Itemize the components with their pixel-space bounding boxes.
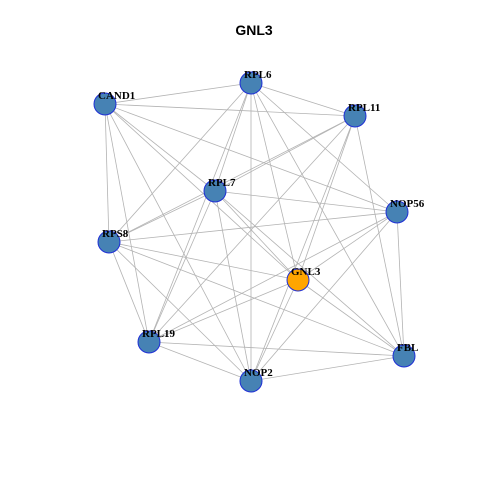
edge-rpl7-gnl3 [214,190,299,281]
node-rpl19[interactable]: RPL19 [137,328,176,354]
edge-rps8-gnl3 [108,241,299,281]
edge-layer [104,82,405,382]
node-fbl[interactable]: FBL [392,342,418,368]
edge-rpl11-rps8 [108,115,356,243]
edge-rpl6-rpl7 [214,82,252,192]
node-label: GNL3 [291,266,321,278]
node-circle[interactable] [137,330,161,354]
edge-cand1-rpl7 [104,103,216,192]
graph-title: GNL3 [235,22,273,38]
edge-rpl11-nop2 [250,115,356,382]
edge-rpl6-rpl11 [250,82,356,117]
edge-rpl11-gnl3 [297,115,356,281]
node-circle[interactable] [286,268,310,292]
node-circle[interactable] [392,344,416,368]
edge-rpl19-fbl [148,341,405,357]
edge-nop56-fbl [396,211,405,357]
node-label: RPL19 [142,328,176,340]
edge-rpl7-rps8 [108,190,216,243]
edge-rpl11-rpl7 [214,115,356,192]
edge-rpl6-rps8 [108,82,252,243]
edge-rps8-fbl [108,241,405,357]
edge-nop56-nop2 [250,211,398,382]
node-label: RPL6 [244,69,272,81]
edge-rpl6-gnl3 [250,82,299,281]
node-label: RPL11 [348,102,380,114]
edge-rpl11-fbl [354,115,405,357]
edge-gnl3-fbl [297,279,405,357]
node-circle[interactable] [203,179,227,203]
node-label: FBL [397,342,418,354]
edge-rpl7-nop56 [214,190,398,213]
node-nop56[interactable]: NOP56 [385,198,425,224]
node-label: RPL7 [208,177,236,189]
edge-rpl7-nop2 [214,190,252,382]
node-gnl3[interactable]: GNL3 [286,266,321,292]
edge-rpl7-rpl19 [148,190,216,343]
edge-rpl19-nop2 [148,341,252,382]
edge-nop56-rpl19 [148,211,398,343]
edge-cand1-gnl3 [104,103,299,281]
node-cand1[interactable]: CAND1 [93,90,135,116]
node-nop2[interactable]: NOP2 [239,367,273,393]
node-label: RPS8 [102,228,129,240]
node-circle[interactable] [385,200,409,224]
edge-gnl3-rpl19 [148,279,299,343]
node-label: NOP2 [244,367,273,379]
node-circle[interactable] [97,230,121,254]
edge-cand1-nop2 [104,103,252,382]
node-rpl11[interactable]: RPL11 [343,102,380,128]
node-rpl6[interactable]: RPL6 [239,69,272,95]
node-circle[interactable] [239,71,263,95]
node-circle[interactable] [93,92,117,116]
edge-gnl3-nop2 [250,279,299,382]
edge-cand1-rpl6 [104,82,252,105]
edge-nop56-rps8 [108,211,398,243]
edge-rps8-nop2 [108,241,252,382]
edge-rpl6-rpl19 [148,82,252,343]
edge-rpl7-fbl [214,190,405,357]
edge-cand1-rpl11 [104,103,356,117]
edge-cand1-rpl19 [104,103,150,343]
node-label: NOP56 [390,198,425,210]
node-label: CAND1 [98,90,135,102]
node-rps8[interactable]: RPS8 [97,228,129,254]
node-circle[interactable] [239,369,263,393]
edge-fbl-nop2 [250,355,405,382]
edge-rpl6-nop56 [250,82,398,213]
edge-nop56-gnl3 [297,211,398,281]
edge-rps8-rpl19 [108,241,150,343]
edge-cand1-rps8 [104,103,110,243]
node-rpl7[interactable]: RPL7 [203,177,236,203]
edge-rpl11-rpl19 [148,115,356,343]
node-circle[interactable] [343,104,367,128]
